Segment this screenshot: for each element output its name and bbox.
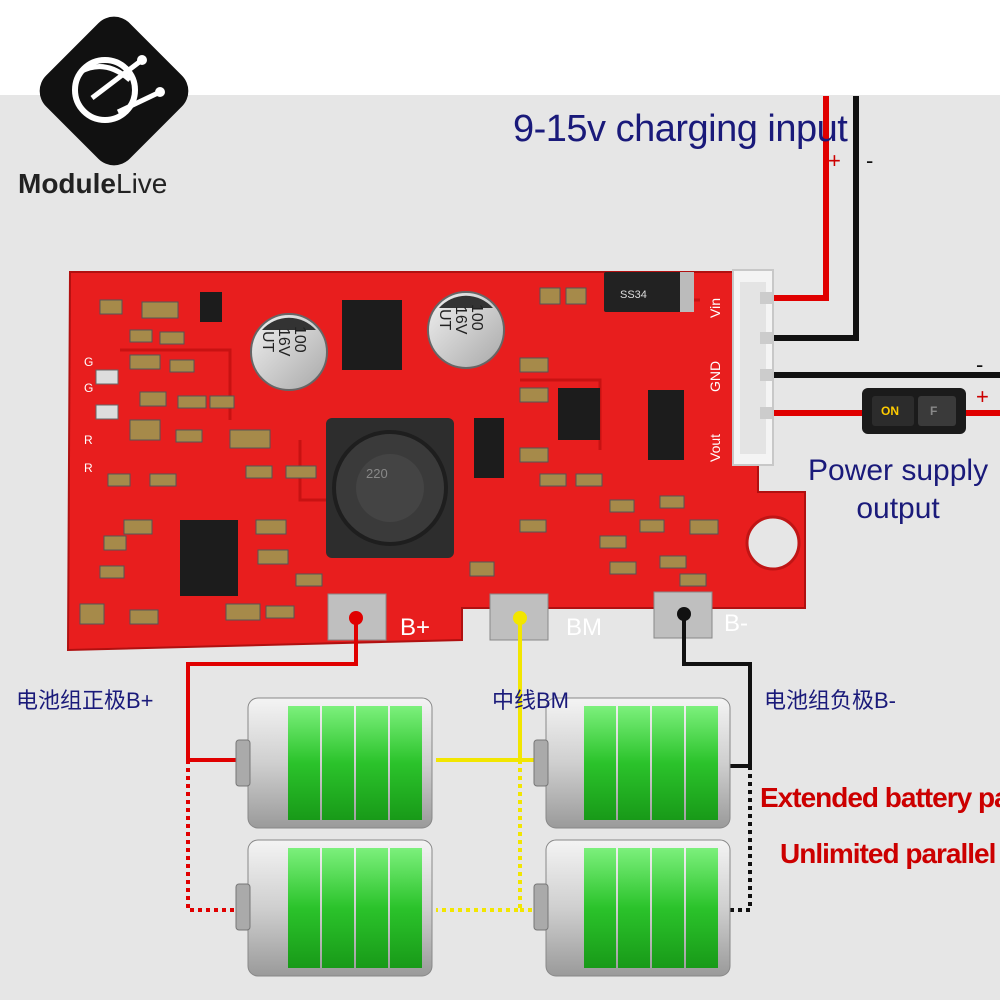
jst-connector [732,269,774,466]
capacitor-right [427,291,505,369]
led-label-r2: R [84,461,93,475]
battery-bottom-left [235,839,433,977]
output-minus-sign: - [976,352,984,377]
middle-line-label: 中线BM [492,688,570,713]
cap-right-voltage: 16V [452,306,469,335]
pack-wires [186,607,752,912]
switch-on-text: ON [881,404,899,418]
capacitor-right-text: 100 16V UT [436,304,485,335]
cap-left-brand: UT [259,331,276,353]
cap-left-voltage: 16V [275,328,292,357]
input-plus-sign: + [828,148,841,173]
diode-ss34 [604,272,694,312]
input-wires [772,96,859,341]
capacitor-left-text: 100 16V UT [259,326,308,357]
cap-right-brand: UT [436,309,453,331]
led-label-r1: R [84,433,93,447]
switch-off-text: F [930,404,938,418]
output-plus-sign: + [976,384,989,409]
smd-components [79,287,719,625]
inductor [326,418,454,558]
input-minus-sign: - [866,148,874,173]
power-supply-label: Power supply output [808,452,988,528]
power-label-line1: Power supply [808,454,989,487]
pad-label-bm: BM [566,614,602,641]
led-label-g2: G [84,381,93,395]
pad-label-bminus: B- [724,610,748,637]
ic-chips [180,292,684,596]
pin-label-gnd: GND [707,360,723,392]
charging-input-title: 9-15v charging input [513,108,848,150]
pack-positive-label: 电池组正极B+ [16,688,154,713]
extended-pack-label: Extended battery pack [760,782,1000,813]
modulelive-logo [39,16,189,166]
led-indicators [95,369,119,420]
rocker-switch-icon [862,388,966,434]
unlimited-parallel-label: Unlimited parallel [780,838,996,869]
logo-light-text: Live [116,168,168,199]
cap-right-value: 100 [468,304,485,331]
pin-label-vout: Vout [707,433,723,462]
logo-bold-text: Module [18,168,116,199]
capacitor-left [250,313,328,391]
pin-label-vin: Vin [707,298,723,318]
battery-bottom-right [533,839,731,977]
battery-top-right [533,697,731,829]
pad-label-bplus: B+ [400,614,431,641]
led-label-g1: G [84,355,93,369]
pack-negative-label: 电池组负极B- [764,688,897,713]
logo-wordmark: ModuleLive [18,168,167,200]
cap-left-value: 100 [291,326,308,353]
battery-top-left [235,697,433,829]
diode-label: SS34 [620,289,647,301]
inductor-label: 220 [366,466,388,481]
power-label-line2: output [856,492,940,525]
